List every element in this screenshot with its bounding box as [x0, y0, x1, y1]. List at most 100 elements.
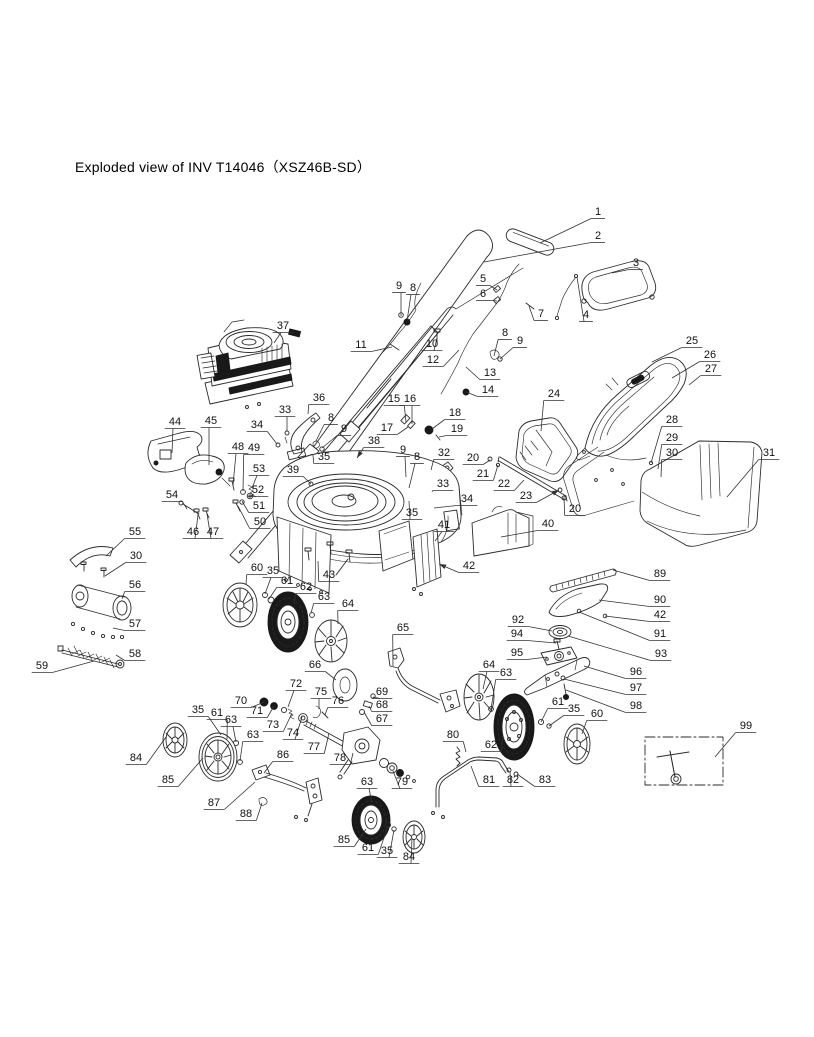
part-number: 15 [388, 393, 400, 405]
leader-line [324, 707, 329, 716]
leader-line [307, 404, 310, 415]
part-number: 87 [208, 797, 220, 809]
wheel-group-bottom [351, 795, 426, 854]
leader-line [325, 671, 337, 681]
part-number: 8 [328, 412, 334, 424]
part-number: 97 [630, 682, 642, 694]
height-adjuster [251, 764, 323, 822]
part-number: 80 [447, 729, 459, 741]
part-number: 56 [129, 579, 141, 591]
part-number: 3 [633, 257, 639, 269]
leader-line [651, 347, 682, 363]
leader-line [431, 419, 445, 430]
page-title: Exploded view of INV T14046（XSZ46B-SD） [75, 159, 372, 175]
engine [196, 319, 301, 409]
leader-line [266, 431, 278, 445]
mower-deck [272, 450, 463, 594]
leader-line [490, 679, 497, 710]
leader-line [237, 505, 251, 529]
leader-line [431, 490, 434, 493]
leader-line [433, 505, 457, 509]
leader-line [287, 690, 295, 708]
leader-line [410, 837, 413, 864]
part-number: 63 [247, 729, 259, 741]
part-number: 35 [267, 565, 279, 577]
part-number: 35 [381, 845, 393, 857]
leader-line [548, 715, 564, 727]
part-number: 26 [704, 349, 716, 361]
part-number: 85 [338, 834, 350, 846]
part-number: 73 [267, 719, 279, 731]
part-number: 35 [568, 703, 580, 715]
part-number: 63 [318, 591, 330, 603]
leader-line [112, 627, 125, 631]
part-number: 8 [414, 451, 420, 463]
part-number: 48 [232, 441, 244, 453]
part-number: 34 [251, 419, 263, 431]
part-number: 61 [552, 696, 564, 708]
leader-line [527, 656, 548, 660]
part-number: 25 [686, 335, 698, 347]
leader-arrow [357, 450, 363, 458]
leader-line [500, 530, 538, 538]
part-number: 9 [341, 423, 347, 435]
part-number: 90 [654, 594, 666, 606]
part-number: 55 [129, 526, 141, 538]
part-number: 5 [480, 273, 486, 285]
part-number: 1 [595, 206, 601, 218]
part-number: 61 [281, 575, 293, 587]
leader-line [406, 294, 412, 322]
leader-line [371, 346, 393, 352]
part-number: 76 [332, 695, 344, 707]
leader-line [251, 475, 258, 489]
part-number: 52 [252, 484, 264, 496]
leader-line [232, 726, 237, 743]
part-number: 9 [400, 444, 406, 456]
rear-door [378, 520, 442, 596]
deck-bolts [304, 541, 353, 576]
part-number: 58 [129, 648, 141, 660]
part-number: 83 [539, 774, 551, 786]
part-number: 61 [362, 842, 374, 854]
leader-line [392, 770, 401, 789]
roller-assembly [57, 546, 132, 669]
part-number: 42 [654, 609, 666, 621]
leader-line [578, 611, 650, 641]
part-number: 8 [502, 327, 508, 339]
leader-line [312, 454, 315, 464]
part-number: 65 [397, 622, 409, 634]
leader-line [315, 424, 325, 442]
part-number: 39 [287, 464, 299, 476]
leader-line [282, 712, 293, 732]
leader-line [489, 300, 498, 302]
leader-line [293, 593, 297, 605]
part-number: 63 [225, 714, 237, 726]
leader-line [310, 603, 315, 614]
leader-line [604, 615, 650, 622]
leader-line [581, 720, 588, 735]
leader-line [266, 705, 275, 718]
part-number: 94 [511, 628, 523, 640]
part-number: 33 [279, 404, 291, 416]
part-number: 41 [438, 519, 450, 531]
leader-line [349, 752, 354, 765]
part-number: 63 [500, 667, 512, 679]
leader-line [224, 781, 256, 810]
leader-arrow [551, 490, 559, 496]
part-number: 4 [583, 309, 589, 321]
part-number: 59 [36, 660, 48, 672]
part-number: 34 [461, 493, 473, 505]
part-number: 13 [484, 367, 496, 379]
leader-line [239, 741, 244, 762]
part-number: 54 [166, 489, 178, 501]
part-number: 85 [162, 774, 174, 786]
leader-line [242, 454, 245, 492]
leader-line [263, 761, 274, 774]
leader-line [268, 587, 278, 600]
part-number: 7 [538, 308, 544, 320]
leader-line [612, 569, 650, 581]
leader-line [540, 708, 549, 723]
part-number: 11 [355, 339, 366, 351]
part-number: 96 [630, 666, 642, 678]
part-number: 40 [542, 518, 554, 530]
